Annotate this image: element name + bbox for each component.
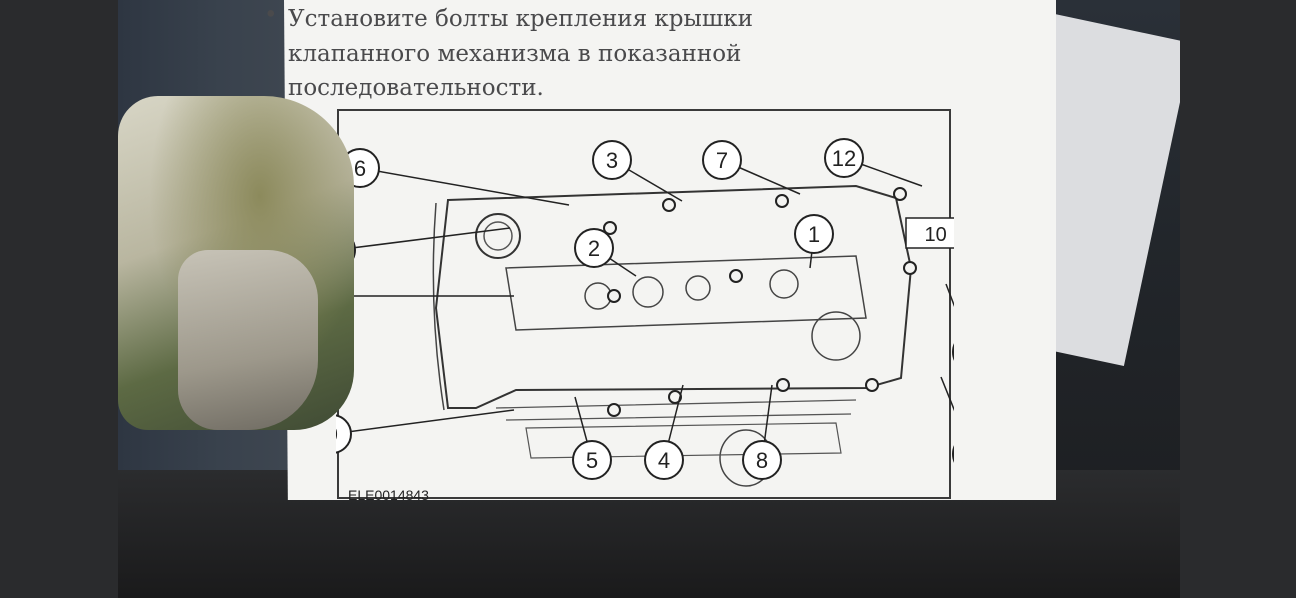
- bolt-11: [603, 221, 617, 235]
- bolt-callout-14: 14: [940, 376, 954, 463]
- torque-label: 10 Nm: [925, 224, 954, 246]
- bolt-callout-3: 3: [592, 140, 683, 202]
- callout-circle: [574, 228, 614, 268]
- callout-number: 4: [658, 448, 670, 473]
- bolt-callout-8: 8: [742, 384, 782, 480]
- callout-circle: [572, 440, 612, 480]
- bolt-3: [775, 194, 789, 208]
- callout-number: 1: [808, 222, 820, 247]
- bolt-4: [776, 378, 790, 392]
- callout-number: 5: [586, 448, 598, 473]
- callout-number: 12: [832, 146, 856, 171]
- gasket-left: [432, 202, 445, 411]
- torque-callout: 10 Nm: [905, 217, 954, 249]
- plug-hole-3: [685, 275, 711, 301]
- valve-cover-diagram: 1234567891011121314 10 Nm ELE0014843: [336, 109, 954, 500]
- bolt-markers: [603, 187, 917, 417]
- callout-number: 3: [606, 148, 618, 173]
- callout-circle: [824, 138, 864, 178]
- letterbox-left: [0, 0, 118, 598]
- plug-hole-2: [632, 276, 664, 308]
- callout-leader-line: [336, 409, 515, 435]
- callout-leader-line: [940, 376, 954, 412]
- rag-cloth: [178, 250, 318, 430]
- callout-circle: [952, 445, 954, 463]
- oil-filler-cap: [475, 213, 521, 259]
- callout-number: 2: [588, 236, 600, 261]
- callout-circle: [742, 440, 782, 480]
- callout-number: 7: [716, 148, 728, 173]
- figure-code: ELE0014843: [348, 487, 429, 500]
- callout-leader-line: [945, 283, 954, 308]
- bolt-callouts: 1234567891011121314: [336, 138, 954, 480]
- bolt-callout-13: 13: [945, 283, 954, 361]
- callout-number: 6: [354, 156, 366, 181]
- bolt-callout-5: 5: [572, 396, 612, 480]
- torque-box: [905, 217, 954, 249]
- bolt-callout-7: 7: [702, 140, 801, 195]
- bolt-2: [729, 269, 743, 283]
- callout-number: 9: [336, 422, 338, 447]
- callout-circle: [702, 140, 742, 180]
- bolt-7: [893, 187, 907, 201]
- callout-circle: [336, 414, 352, 454]
- bolt-callout-1: 1: [794, 214, 834, 269]
- instruction-bullet: •: [264, 2, 278, 28]
- lower-manifold: [495, 399, 857, 421]
- injector-rail: [525, 422, 842, 459]
- video-frame: • Установите болты крепления крышки клап…: [118, 0, 1180, 598]
- letterbox-right: [1180, 0, 1296, 598]
- bolt-callout-12: 12: [824, 138, 923, 187]
- plug-hole-4: [769, 269, 799, 299]
- callout-circle: [952, 343, 954, 361]
- valve-cover-outline: [434, 184, 913, 409]
- callout-number: 8: [756, 448, 768, 473]
- callout-circle: [794, 214, 834, 254]
- bolt-5: [668, 390, 682, 404]
- instruction-text: Установите болты крепления крышки клапан…: [288, 6, 753, 101]
- bolt-8: [865, 378, 879, 392]
- bolt-callout-9: 9: [336, 409, 515, 454]
- bolt-10: [607, 289, 621, 303]
- bolt-callout-10: 10: [336, 276, 514, 316]
- bolt-callout-2: 2: [574, 228, 637, 277]
- bolt-callout-4: 4: [644, 384, 684, 480]
- pulley: [811, 311, 861, 361]
- bolt-1: [903, 261, 917, 275]
- bolt-9: [607, 403, 621, 417]
- callout-circle: [644, 440, 684, 480]
- bolt-6: [662, 198, 676, 212]
- callout-leader-line: [336, 227, 511, 251]
- valve-cover-inner: [505, 255, 867, 331]
- callout-circle: [592, 140, 632, 180]
- callout-leader-line: [359, 167, 570, 206]
